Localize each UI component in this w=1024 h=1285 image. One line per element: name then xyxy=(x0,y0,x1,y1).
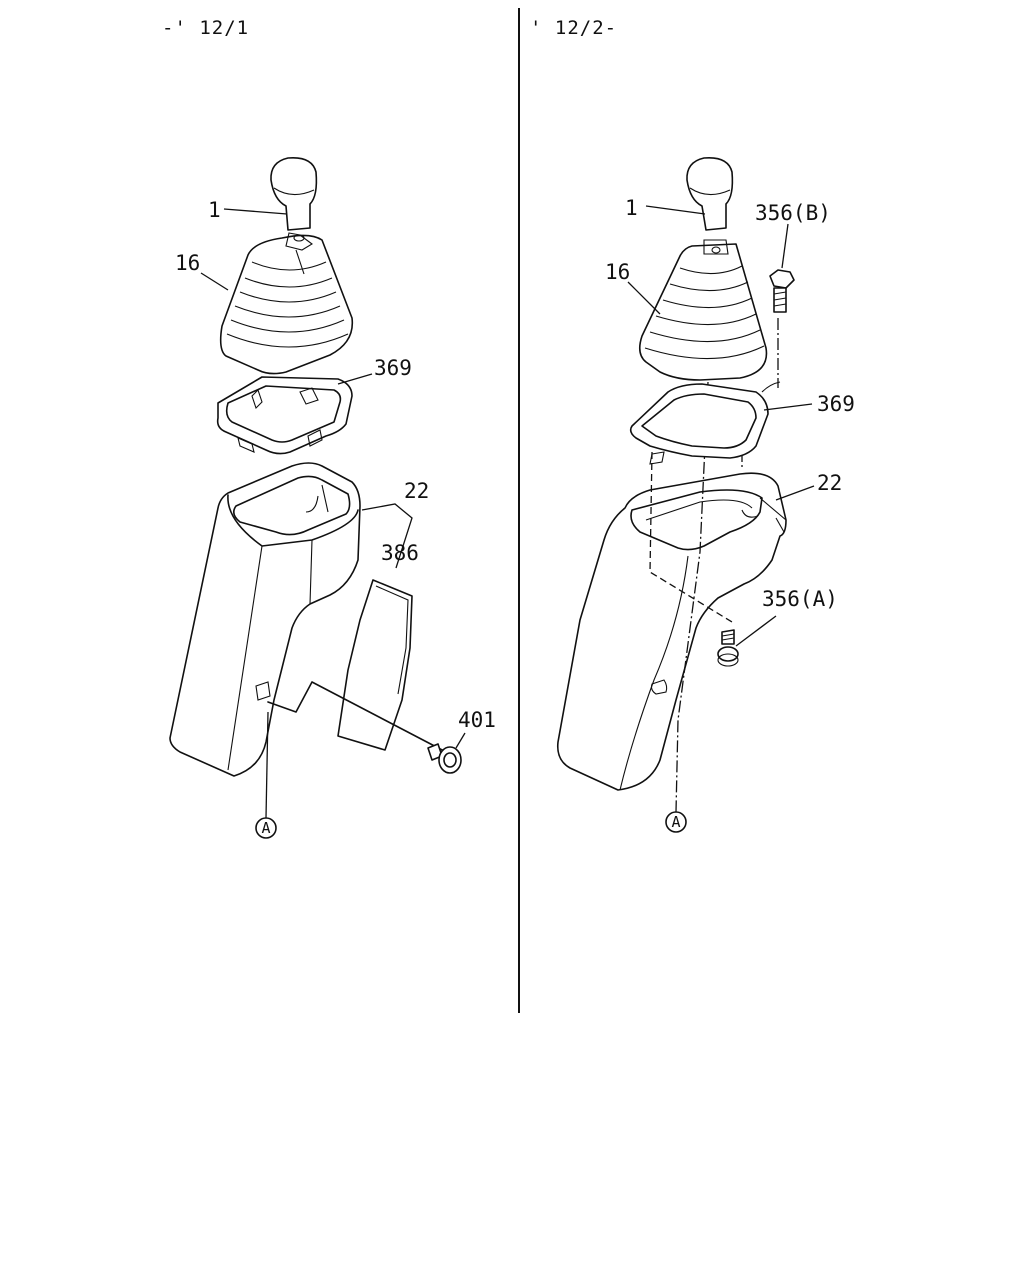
right-label-356a: 356(A) xyxy=(762,587,838,611)
left-leader-a xyxy=(265,711,269,819)
right-ref-a-label: A xyxy=(671,813,680,831)
left-label-22: 22 xyxy=(404,479,429,503)
right-label-16: 16 xyxy=(605,260,630,284)
right-center-line xyxy=(675,381,709,813)
right-leader-22 xyxy=(775,485,815,501)
left-screw-401 xyxy=(427,743,462,774)
right-label-1: 1 xyxy=(625,196,638,220)
right-header: ' 12/2- xyxy=(530,17,617,39)
left-label-16: 16 xyxy=(175,251,200,275)
left-header: -' 12/1 xyxy=(162,17,249,39)
right-frame-369 xyxy=(629,381,781,465)
right-assembly: 1 356(B) 16 369 22 356(A) A xyxy=(556,156,855,833)
left-assembly: 1 16 369 22 386 401 A xyxy=(169,156,496,839)
right-label-369: 369 xyxy=(817,392,855,416)
right-leader-369 xyxy=(763,403,813,411)
left-leader-16 xyxy=(200,272,229,291)
left-frame-369 xyxy=(216,376,353,455)
left-label-369: 369 xyxy=(374,356,412,380)
left-label-401: 401 xyxy=(458,708,496,732)
right-label-356b: 356(B) xyxy=(755,201,831,225)
right-leader-16 xyxy=(627,281,661,315)
left-ref-a-label: A xyxy=(261,819,270,837)
right-bolt-356a xyxy=(717,629,739,667)
left-boot-16 xyxy=(219,232,354,375)
left-plate-386 xyxy=(337,579,413,751)
left-console-22 xyxy=(169,462,361,777)
left-label-1: 1 xyxy=(208,198,221,222)
right-boot-16 xyxy=(638,239,768,381)
left-leader-22 xyxy=(361,503,413,569)
left-leader-401 xyxy=(455,732,466,749)
right-leader-356b xyxy=(781,223,789,269)
left-knob-1 xyxy=(270,156,318,242)
left-leader-1 xyxy=(223,208,288,215)
right-leader-1 xyxy=(645,205,706,215)
right-ref-a-circle xyxy=(665,811,687,833)
right-label-22: 22 xyxy=(817,471,842,495)
left-ref-a-circle xyxy=(255,817,277,839)
left-leader-369 xyxy=(337,373,373,385)
right-leader-356a xyxy=(735,615,777,647)
left-label-386: 386 xyxy=(381,541,419,565)
right-knob-1 xyxy=(686,156,734,231)
right-bolt-356b xyxy=(769,269,795,313)
right-console-22 xyxy=(556,472,787,791)
left-screw-ref-line xyxy=(267,681,447,753)
